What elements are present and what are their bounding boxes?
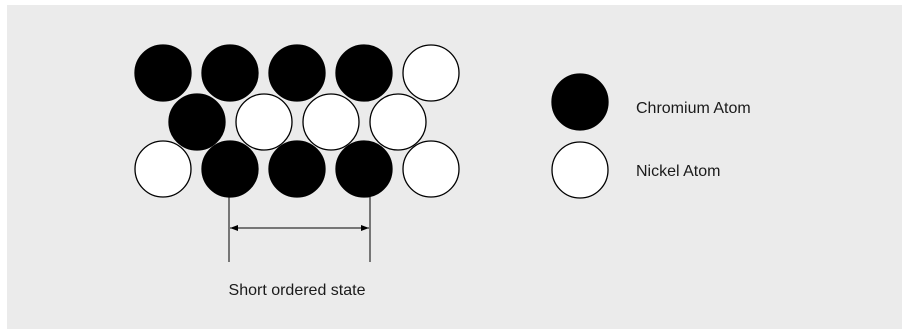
chromium-atom	[201, 140, 259, 198]
chromium-atom	[168, 93, 226, 151]
short-ordered-state-label: Short ordered state	[229, 282, 366, 299]
legend-chromium-label: Chromium Atom	[636, 100, 751, 117]
dimension-arrowhead-right	[361, 225, 369, 231]
nickel-atom	[369, 93, 427, 151]
nickel-atom	[402, 140, 460, 198]
nickel-atom	[134, 140, 192, 198]
short-order-dimension	[228, 195, 371, 262]
chromium-atom	[335, 140, 393, 198]
dimension-arrowhead-left	[230, 225, 238, 231]
legend-chromium-swatch	[551, 73, 609, 131]
chromium-atom	[268, 140, 326, 198]
legend: Chromium Atom Nickel Atom	[551, 73, 751, 199]
legend-nickel-swatch	[551, 141, 609, 199]
chromium-atom	[134, 44, 192, 102]
legend-nickel-label: Nickel Atom	[636, 163, 720, 180]
chromium-atom	[335, 44, 393, 102]
chromium-atom	[201, 44, 259, 102]
atom-lattice	[134, 44, 460, 198]
chromium-atom	[268, 44, 326, 102]
nickel-atom	[402, 44, 460, 102]
nickel-atom	[302, 93, 360, 151]
nickel-atom	[235, 93, 293, 151]
